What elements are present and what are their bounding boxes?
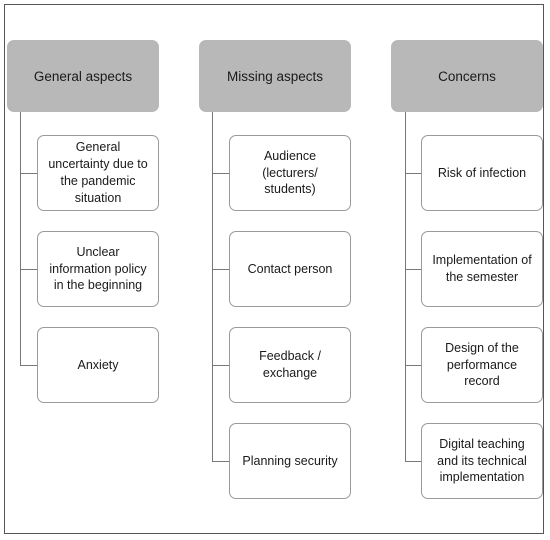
diagram-frame: [4, 4, 544, 534]
connector-branch: [212, 173, 229, 174]
connector-trunk: [20, 112, 21, 366]
item-risk-of-infection: Risk of infection: [421, 135, 543, 211]
connector-branch: [20, 269, 37, 270]
header-missing-aspects: Missing aspects: [199, 40, 351, 112]
header-concerns: Concerns: [391, 40, 543, 112]
item-audience: Audience (lecturers/ students): [229, 135, 351, 211]
connector-branch: [405, 269, 421, 270]
item-digital-teaching: Digital teaching and its technical imple…: [421, 423, 543, 499]
connector-branch: [20, 173, 37, 174]
connector-branch: [212, 461, 229, 462]
item-general-uncertainty: General uncertainty due to the pandemic …: [37, 135, 159, 211]
connector-trunk: [212, 112, 213, 462]
item-contact-person: Contact person: [229, 231, 351, 307]
item-anxiety: Anxiety: [37, 327, 159, 403]
connector-branch: [20, 365, 37, 366]
item-design-performance-record: Design of the performance record: [421, 327, 543, 403]
connector-branch: [405, 365, 421, 366]
connector-branch: [212, 365, 229, 366]
item-feedback-exchange: Feedback / exchange: [229, 327, 351, 403]
connector-branch: [212, 269, 229, 270]
connector-branch: [405, 173, 421, 174]
item-unclear-information-policy: Unclear information policy in the beginn…: [37, 231, 159, 307]
item-planning-security: Planning security: [229, 423, 351, 499]
connector-branch: [405, 461, 421, 462]
item-implementation-semester: Implementation of the semester: [421, 231, 543, 307]
connector-trunk: [405, 112, 406, 462]
header-general-aspects: General aspects: [7, 40, 159, 112]
